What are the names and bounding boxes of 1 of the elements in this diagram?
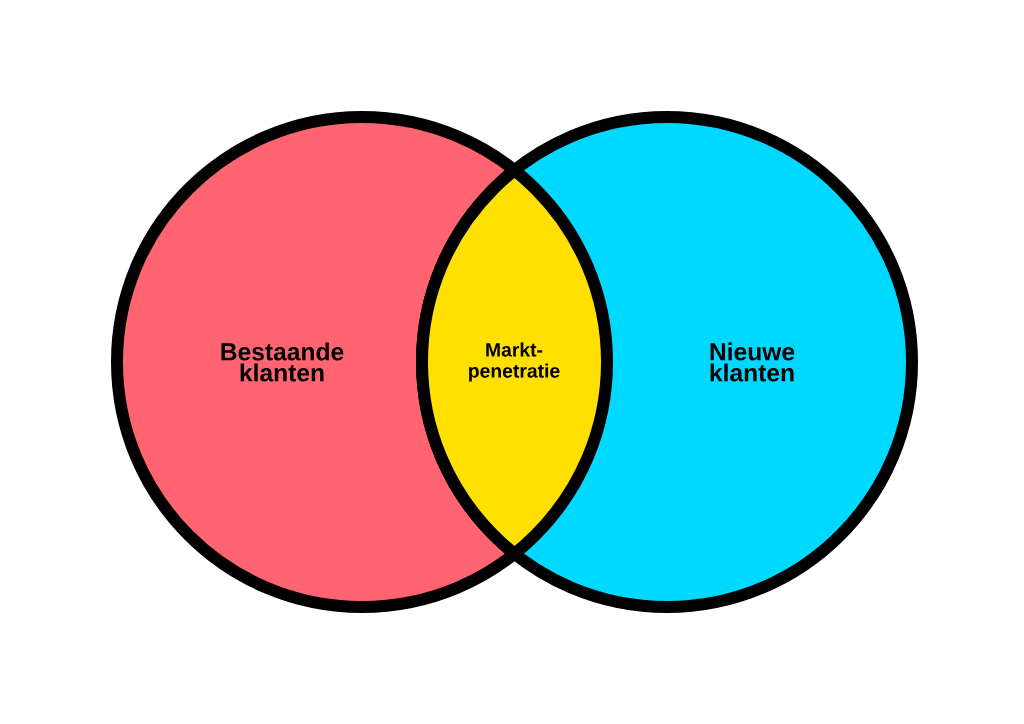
- overlap-region: Markt-penetratie: [422, 117, 613, 607]
